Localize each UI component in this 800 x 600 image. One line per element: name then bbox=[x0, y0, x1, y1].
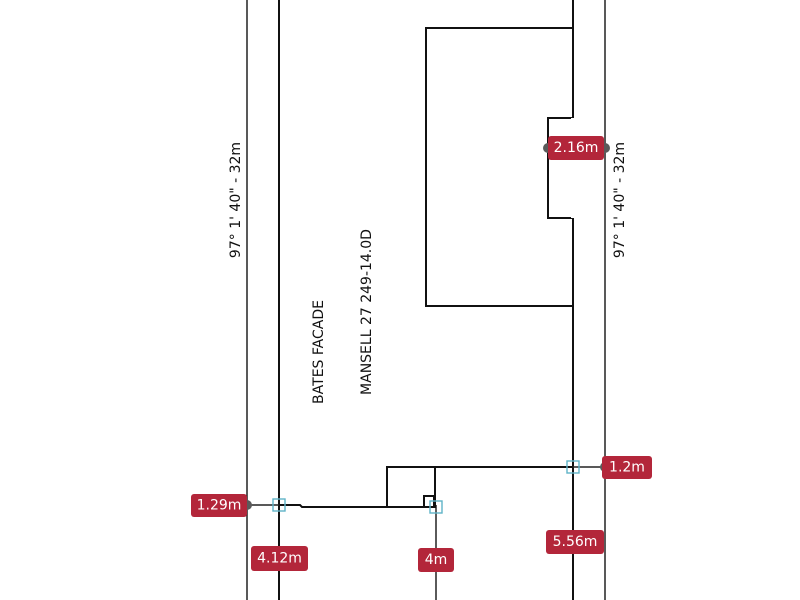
middle-node-marker[interactable] bbox=[429, 500, 443, 514]
tag-background bbox=[602, 456, 652, 479]
measurement-tag-right-notch[interactable]: 2.16m bbox=[548, 136, 604, 160]
bearing-left-label: 97° 1' 40" - 32m bbox=[228, 142, 244, 258]
tag-background bbox=[251, 546, 308, 571]
measurement-tag-bottom-middle[interactable]: 4m bbox=[418, 548, 454, 572]
tag-label: 4.12m bbox=[257, 551, 302, 567]
tag-label: 1.2m bbox=[609, 460, 645, 476]
right-node-marker[interactable] bbox=[566, 460, 580, 474]
measurement-tag-left-lower[interactable]: 1.29m bbox=[191, 494, 247, 517]
lower-structure-top bbox=[386, 466, 573, 507]
measurement-tag-right-lower[interactable]: 1.2m bbox=[602, 456, 652, 479]
tag-label: 2.16m bbox=[554, 140, 599, 156]
tag-background bbox=[548, 136, 604, 160]
tag-background bbox=[546, 530, 604, 554]
tag-label: 5.56m bbox=[553, 534, 598, 550]
lower-structure-base bbox=[279, 504, 436, 508]
bearing-right-label: 97° 1' 40" - 32m bbox=[612, 142, 628, 258]
building-outline bbox=[425, 27, 574, 307]
facade-label: BATES FACADE bbox=[311, 300, 327, 404]
tag-label: 4m bbox=[425, 552, 448, 568]
tag-background bbox=[191, 494, 247, 517]
tag-label: 1.29m bbox=[197, 498, 242, 514]
measurement-tag-bottom-right[interactable]: 5.56m bbox=[546, 530, 604, 554]
left-node-marker[interactable] bbox=[272, 498, 286, 512]
tag-background bbox=[418, 548, 454, 572]
measurement-tag-bottom-left[interactable]: 4.12m bbox=[251, 546, 308, 571]
mansell-label: MANSELL 27 249-14.0D bbox=[359, 229, 375, 395]
